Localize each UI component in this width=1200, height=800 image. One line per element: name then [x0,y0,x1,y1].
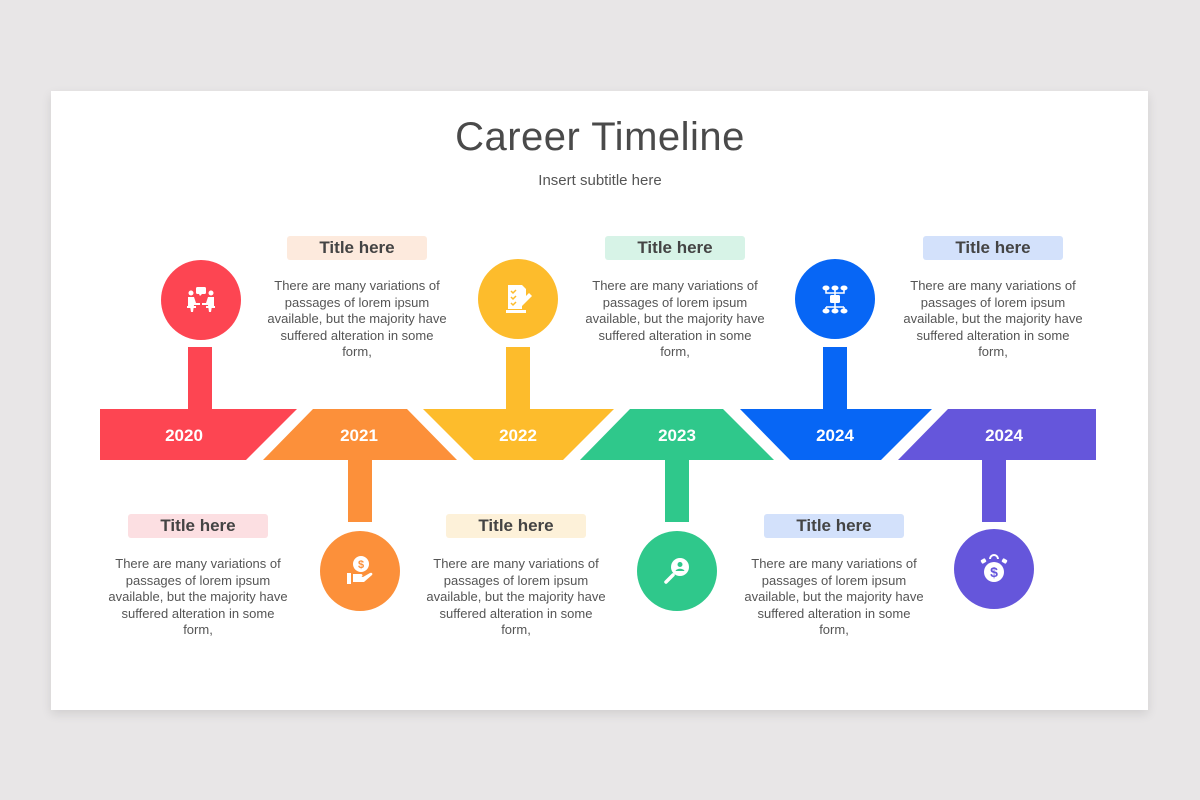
meeting-icon [187,287,215,312]
milestone-title: Title here [287,236,427,260]
page-subtitle: Insert subtitle here [538,172,662,189]
search-user-icon [664,558,689,584]
milestone-circle-2020 [161,260,241,340]
milestone-title: Title here [923,236,1063,260]
milestone-title: Title here [764,514,904,538]
svg-text:$: $ [990,564,998,580]
connector [188,347,212,409]
milestone-circle-2022 [478,259,558,339]
connector [665,460,689,522]
connector [982,460,1006,522]
connector [348,460,372,522]
milestone-title: Title here [605,236,745,260]
segment-2023 [580,409,774,460]
segment-2021 [263,409,457,460]
milestone-circle-2024 [795,259,875,339]
segment-2022 [423,409,614,460]
milestone-description: There are many variations of passages of… [585,278,765,359]
milestone-title: Title here [446,514,586,538]
page-title: Career Timeline [455,115,745,159]
milestone-description: There are many variations of passages of… [426,556,606,637]
hand-coin-icon: $ [347,556,373,584]
checklist-pencil-icon [506,285,532,313]
connector [823,347,847,409]
segment-2020 [100,409,297,460]
milestone-title: Title here [128,514,268,538]
connector [506,347,530,409]
year-label: 2020 [165,426,203,445]
year-label: 2022 [499,426,537,445]
money-bag-icon: $ [980,554,1008,582]
milestone-description: There are many variations of passages of… [744,556,924,637]
segment-2024-purple [898,409,1096,460]
milestone-circle-2023 [637,531,717,611]
hierarchy-icon [822,285,848,314]
svg-text:$: $ [358,559,364,571]
milestone-description: There are many variations of passages of… [108,556,288,637]
milestone-circle-2024b: $ [954,529,1034,609]
segment-2024-blue [740,409,932,460]
milestone-description: There are many variations of passages of… [267,278,447,359]
slide [51,91,1148,710]
year-label: 2024 [816,426,854,445]
year-label: 2024 [985,426,1023,445]
milestone-circle-2021: $ [320,531,400,611]
year-label: 2023 [658,426,696,445]
milestone-description: There are many variations of passages of… [903,278,1083,359]
year-label: 2021 [340,426,378,445]
